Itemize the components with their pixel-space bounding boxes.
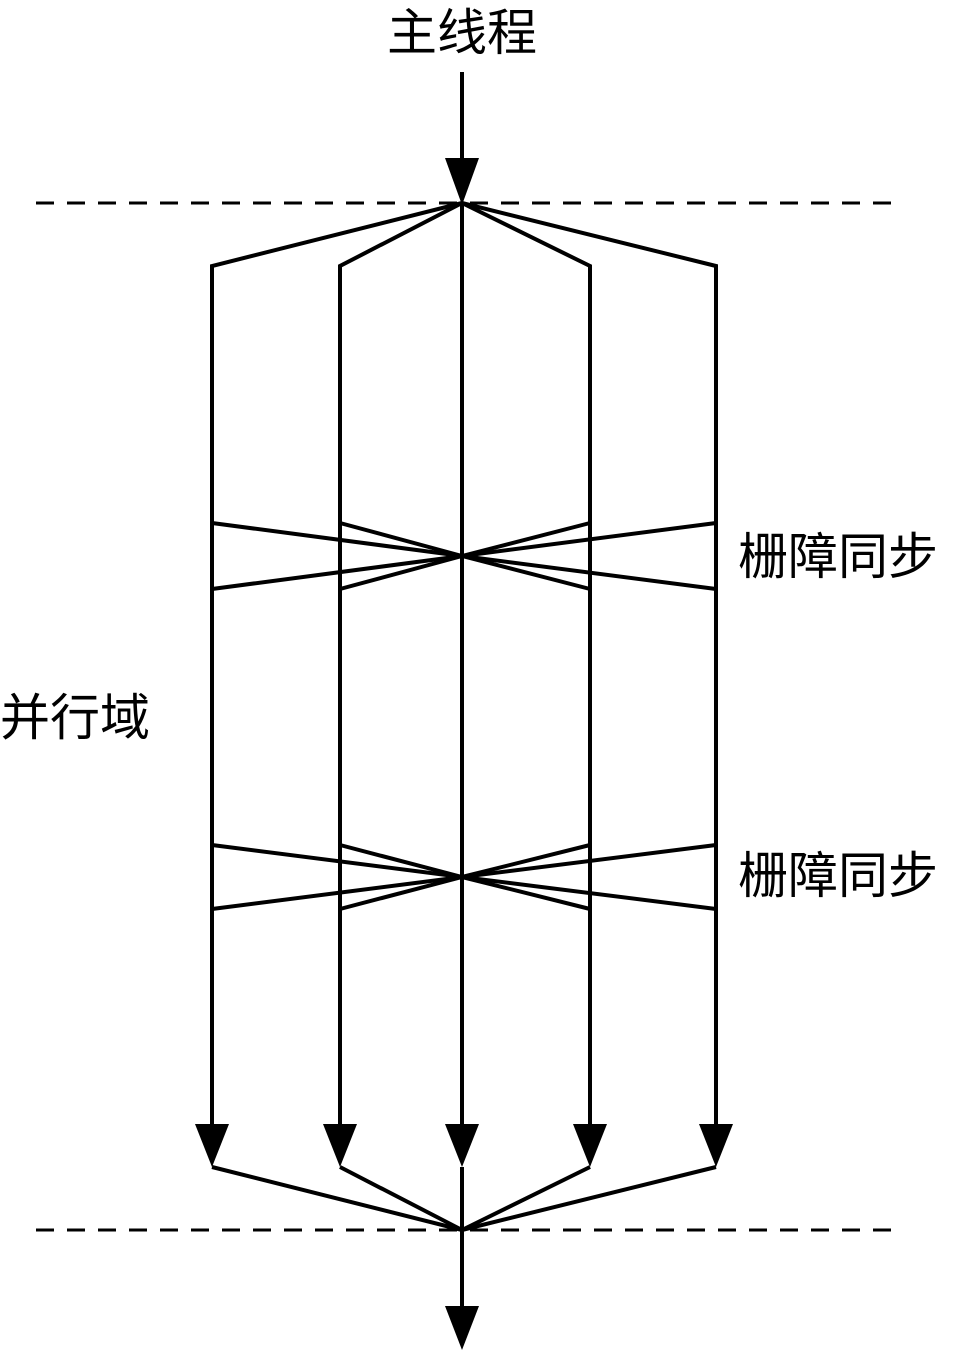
- barrier-2-line: [461, 843, 717, 879]
- thread-arrowheads: [195, 1124, 733, 1167]
- thread-4-line: [461, 201, 592, 1130]
- barrier-sync-label-2: 栅障同步: [738, 847, 938, 905]
- barrier-1-line: [211, 554, 463, 591]
- barrier-sync-label-1: 栅障同步: [738, 528, 938, 586]
- main-thread-outgoing-arrowhead: [445, 1306, 479, 1350]
- join-lines: [211, 1165, 717, 1232]
- barrier-1-line: [461, 521, 717, 558]
- barrier-2-line: [211, 843, 463, 879]
- thread-2-arrowhead: [323, 1124, 357, 1167]
- fork-lines: [210, 201, 718, 1130]
- barrier-1-line: [211, 521, 463, 558]
- barrier-2-line: [461, 875, 591, 911]
- thread-5-line: [461, 201, 718, 1130]
- barrier-sync-2: [211, 843, 717, 911]
- barrier-1-line: [461, 554, 591, 591]
- join-line: [461, 1165, 717, 1232]
- thread-5-arrowhead: [699, 1124, 733, 1167]
- parallel-region-label: 并行域: [0, 689, 150, 747]
- barrier-2-line: [461, 875, 717, 911]
- barrier-2-line: [339, 875, 463, 911]
- thread-1-line: [210, 201, 463, 1130]
- barrier-1-line: [339, 521, 463, 558]
- join-line: [211, 1165, 463, 1232]
- join-line: [461, 1165, 591, 1232]
- barrier-1-line: [339, 554, 463, 591]
- join-line: [339, 1165, 463, 1232]
- barrier-1-line: [461, 554, 717, 591]
- barrier-2-line: [211, 875, 463, 911]
- main-thread-label: 主线程: [387, 4, 537, 62]
- thread-3-arrowhead: [445, 1124, 479, 1167]
- barrier-2-line: [339, 843, 463, 879]
- barrier-2-line: [461, 843, 591, 879]
- thread-1-arrowhead: [195, 1124, 229, 1167]
- thread-4-arrowhead: [573, 1124, 607, 1167]
- barrier-sync-1: [211, 521, 717, 591]
- thread-2-line: [338, 201, 463, 1130]
- barrier-1-line: [461, 521, 591, 558]
- main-thread-incoming-arrowhead: [445, 158, 479, 205]
